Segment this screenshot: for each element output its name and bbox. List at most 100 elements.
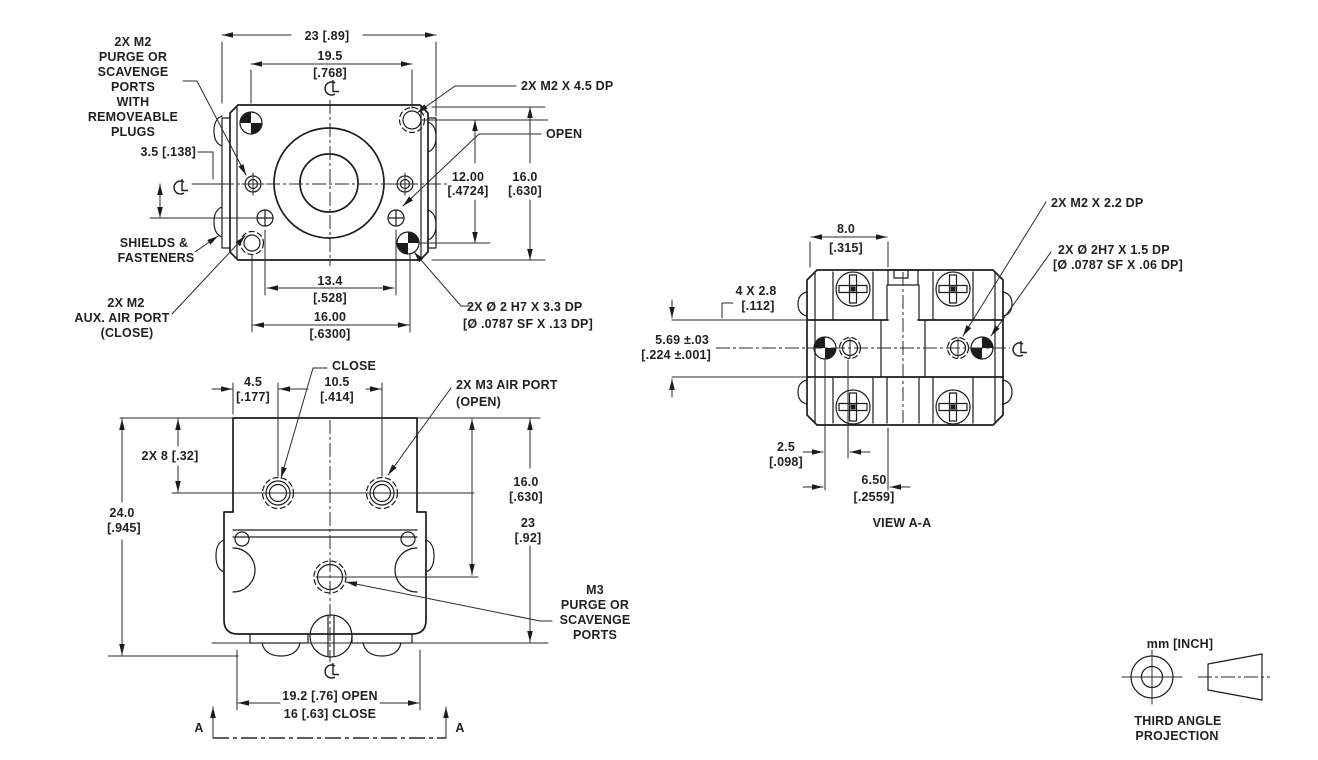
front-view-labels: 2X M2 PURGE OR SCAVENGE PORTS WITH REMOV…: [74, 35, 613, 340]
screw-hole: [387, 209, 405, 227]
air-port-label-line: (OPEN): [456, 395, 501, 409]
purge-label-line: WITH: [117, 95, 150, 109]
open-label: OPEN: [546, 127, 582, 141]
screw-hole: [256, 209, 274, 227]
dim-width-screws-mm: 13.4: [317, 274, 342, 288]
shield-tab: [427, 121, 437, 153]
shields-label-line: SHIELDS &: [120, 236, 188, 250]
purge-label-line: PURGE OR: [561, 598, 629, 612]
dowel-callout-line: [Ø .0787 SF X .06 DP]: [1053, 258, 1183, 272]
purge-label-line: SCAVENGE: [560, 613, 631, 627]
dim-width-overall: 23 [.89]: [305, 29, 350, 43]
dim-pin-gap-mm: 2.5: [777, 440, 795, 454]
section-marker: A: [455, 721, 464, 735]
centerline-symbol-icon: [1012, 340, 1028, 357]
dim-edge-port-in: [.177]: [236, 390, 270, 404]
front-view: 23 [.89] 19.5 [.768] 12.00 [.4724] 16.0 …: [74, 29, 613, 341]
dim-body-mm: 23: [521, 516, 535, 530]
datum-target: [239, 111, 263, 135]
purge-label-line: M3: [586, 583, 604, 597]
dim-width-screws-in: [.528]: [313, 291, 347, 305]
dim-center-port-mm: 16.0: [513, 475, 538, 489]
dim-offset: 3.5 [.138]: [140, 145, 196, 159]
purge-label-line: 2X M2: [114, 35, 151, 49]
shield-tab: [797, 291, 808, 317]
purge-label-line: SCAVENGE: [98, 65, 169, 79]
shields-label-line: FASTENERS: [118, 251, 195, 265]
projection-label-line: THIRD ANGLE: [1134, 714, 1221, 728]
bore-circle: [299, 153, 359, 213]
foot-pad: [362, 642, 402, 657]
shield-tab: [427, 209, 437, 241]
section-view: 8.0 [.315] 4 X 2.8 [.112] 5.69 ±.03 [.22…: [641, 196, 1183, 530]
dowel-callout-line: [Ø .0787 SF X .13 DP]: [463, 317, 593, 331]
centerline-symbol-icon: [173, 178, 189, 195]
dim-overall-in: [.945]: [107, 521, 141, 535]
boss-circle: [273, 127, 385, 239]
dowel-callout-line: 2X Ø 2H7 X 1.5 DP: [1058, 243, 1170, 257]
bottom-view-geometry: [171, 417, 481, 662]
tap-callout: 2X M2 X 4.5 DP: [521, 79, 613, 93]
dim-edge-port-mm: 4.5: [244, 375, 262, 389]
front-view-dimensions: 23 [.89] 19.5 [.768] 12.00 [.4724] 16.0 …: [140, 29, 549, 341]
aux-label-line: 2X M2: [107, 296, 144, 310]
dim-width-lower-in: [.6300]: [309, 327, 350, 341]
dim-top-in: [.315]: [829, 241, 863, 255]
phillips-screw: [835, 271, 871, 307]
purge-label-line: REMOVEABLE: [88, 110, 178, 124]
dim-close: 16 [.63] CLOSE: [284, 707, 376, 721]
dim-height-overall-in: [.630]: [508, 184, 542, 198]
dim-height-overall-mm: 16.0: [512, 170, 537, 184]
dim-pin-gap-in: [.098]: [769, 455, 803, 469]
shield-tab: [213, 206, 223, 238]
shield-tab: [1002, 379, 1013, 405]
shield-tab: [215, 539, 225, 573]
purge-port-hole: [398, 106, 426, 134]
purge-label-line: PORTS: [573, 628, 617, 642]
foot-pad: [261, 642, 301, 657]
dim-overall-mm: 24.0: [109, 506, 134, 520]
dim-height-holes-mm: 12.00: [452, 170, 484, 184]
shield-tab: [797, 379, 808, 405]
datum-target: [396, 231, 420, 255]
centerline-symbol-icon: [324, 662, 340, 679]
dim-pin-center-in: [.2559]: [853, 490, 894, 504]
purge-label-line: PURGE OR: [99, 50, 167, 64]
shield-tab: [213, 115, 223, 147]
shield-tab: [425, 539, 435, 573]
shield-tab: [1002, 291, 1013, 317]
dim-width-lower-mm: 16.00: [314, 310, 346, 324]
aux-label-line: (CLOSE): [101, 326, 154, 340]
bottom-view-dimensions: 4.5 [.177] 10.5 [.414] CLOSE 2X M3 AIR P…: [107, 359, 631, 739]
third-angle-projection-icon: [1121, 649, 1270, 705]
slotted-screw: [309, 614, 353, 658]
bottom-view: 4.5 [.177] 10.5 [.414] CLOSE 2X M3 AIR P…: [107, 359, 631, 739]
dim-height-holes-in: [.4724]: [447, 184, 488, 198]
section-view-title: VIEW A-A: [873, 516, 932, 530]
dim-top-mm: 8.0: [837, 222, 855, 236]
projection-block: mm [INCH] THIRD ANGLE PROJECTION: [1121, 637, 1270, 743]
section-view-dimensions: 8.0 [.315] 4 X 2.8 [.112] 5.69 ±.03 [.22…: [641, 196, 1183, 530]
tap-callout: 2X M2 X 2.2 DP: [1051, 196, 1143, 210]
dim-pin-center-mm: 6.50: [861, 473, 886, 487]
dowel-callout-line: 2X Ø 2 H7 X 3.3 DP: [467, 300, 582, 314]
dim-width-ports-mm: 19.5: [317, 49, 342, 63]
close-label: CLOSE: [332, 359, 376, 373]
dim-body-in: [.92]: [515, 531, 542, 545]
projection-label-line: PROJECTION: [1135, 729, 1218, 743]
dim-band-in: [.224 ±.001]: [641, 348, 711, 362]
section-marker: A: [194, 721, 203, 735]
phillips-screw: [935, 271, 971, 307]
aux-air-port-hole: [239, 230, 265, 256]
phillips-screw: [835, 389, 871, 425]
dim-port-span-in: [.414]: [320, 390, 354, 404]
dim-port-depth: 2X 8 [.32]: [142, 449, 199, 463]
aux-label-line: AUX. AIR PORT: [74, 311, 169, 325]
units-note: mm [INCH]: [1147, 637, 1213, 651]
section-view-geometry: [716, 269, 1013, 426]
purge-label-line: PORTS: [111, 80, 155, 94]
front-view-geometry: [213, 100, 448, 266]
dim-open: 19.2 [.76] OPEN: [282, 689, 377, 703]
phillips-screw: [935, 389, 971, 425]
